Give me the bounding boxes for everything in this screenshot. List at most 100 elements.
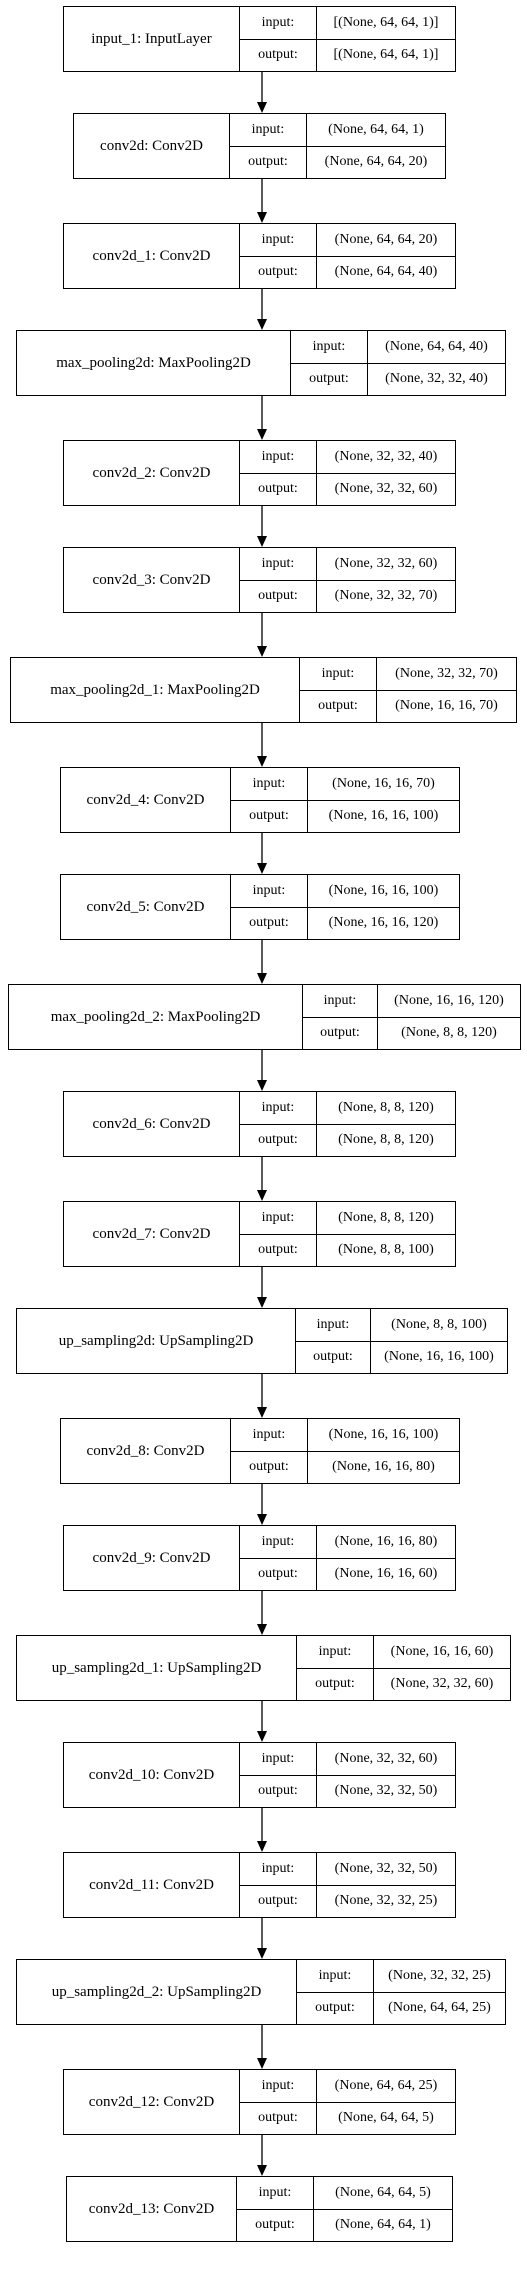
io-labels: input:output: bbox=[231, 768, 308, 832]
io-shapes: [(None, 64, 64, 1)][(None, 64, 64, 1)] bbox=[317, 7, 455, 71]
input-label: input: bbox=[296, 1309, 370, 1342]
output-shape: (None, 32, 32, 60) bbox=[334, 481, 438, 497]
io-shapes: (None, 8, 8, 120)(None, 8, 8, 120) bbox=[317, 1092, 455, 1156]
output-label: output: bbox=[315, 1676, 355, 1692]
io-labels: input:output: bbox=[240, 548, 317, 612]
output-shape: (None, 16, 16, 80) bbox=[332, 1459, 435, 1475]
input-label: input: bbox=[240, 1526, 316, 1559]
layer-name: max_pooling2d: MaxPooling2D bbox=[17, 331, 291, 395]
io-labels: input:output: bbox=[240, 1092, 317, 1156]
io-shapes: (None, 32, 32, 60)(None, 32, 32, 70) bbox=[317, 548, 455, 612]
output-label: output: bbox=[249, 808, 289, 824]
arrowhead bbox=[257, 1948, 267, 1959]
input-shape: (None, 64, 64, 5) bbox=[314, 2177, 452, 2210]
io-shapes: (None, 16, 16, 60)(None, 32, 32, 60) bbox=[374, 1636, 510, 1700]
arrowhead bbox=[257, 2058, 267, 2069]
io-labels: input:output: bbox=[291, 331, 368, 395]
io-labels: input:output: bbox=[240, 441, 317, 505]
io-shapes: (None, 32, 32, 70)(None, 16, 16, 70) bbox=[377, 658, 516, 722]
io-labels: input: output: bbox=[240, 1526, 317, 1590]
output-label: output: bbox=[258, 481, 298, 497]
layer-name: max_pooling2d_1: MaxPooling2D bbox=[11, 658, 300, 722]
io-labels: input:output: bbox=[240, 2070, 317, 2134]
input-shape: (None, 32, 32, 50) bbox=[317, 1853, 455, 1886]
io-shapes: (None, 32, 32, 25)(None, 64, 64, 25) bbox=[374, 1960, 505, 2024]
arrowhead bbox=[257, 319, 267, 330]
output-shape: [(None, 64, 64, 1)] bbox=[333, 47, 439, 63]
output-label: output: bbox=[258, 588, 298, 604]
output-label: output: bbox=[249, 915, 289, 931]
layer-name: conv2d_7: Conv2D bbox=[64, 1202, 240, 1266]
output-label: output: bbox=[258, 47, 298, 63]
io-shapes: (None, 16, 16, 70) (None, 16, 16, 100) bbox=[308, 768, 459, 832]
io-labels: input:output: bbox=[240, 1853, 317, 1917]
input-label: input: bbox=[303, 985, 377, 1018]
arrowhead bbox=[257, 1514, 267, 1525]
output-shape: (None, 16, 16, 100) bbox=[328, 808, 439, 824]
output-shape: (None, 16, 16, 120) bbox=[328, 915, 439, 931]
output-label: output: bbox=[258, 1893, 298, 1909]
io-labels: input:output: bbox=[230, 114, 307, 178]
input-label: input: bbox=[230, 114, 306, 147]
output-shape: (None, 8, 8, 120) bbox=[338, 1132, 434, 1148]
input-shape: (None, 16, 16, 100) bbox=[308, 1419, 459, 1452]
io-shapes: (None, 8, 8, 120)(None, 8, 8, 100) bbox=[317, 1202, 455, 1266]
input-label: input: bbox=[240, 224, 316, 257]
arrowhead bbox=[257, 646, 267, 657]
io-shapes: (None, 32, 32, 60)(None, 32, 32, 50) bbox=[317, 1743, 455, 1807]
arrowhead bbox=[257, 1190, 267, 1201]
io-shapes: (None, 64, 64, 1)(None, 64, 64, 20) bbox=[307, 114, 445, 178]
output-shape: (None, 16, 16, 100) bbox=[384, 1349, 494, 1365]
output-shape: (None, 32, 32, 40) bbox=[385, 371, 488, 387]
input-shape: (None, 16, 16, 70) bbox=[308, 768, 459, 801]
output-label: output: bbox=[258, 1566, 298, 1582]
output-label: output: bbox=[249, 1459, 289, 1475]
io-shapes: (None, 64, 64, 40)(None, 32, 32, 40) bbox=[368, 331, 505, 395]
io-shapes: (None, 16, 16, 100) (None, 16, 16, 80) bbox=[308, 1419, 459, 1483]
layer-name: conv2d_4: Conv2D bbox=[61, 768, 231, 832]
io-shapes: (None, 64, 64, 20)(None, 64, 64, 40) bbox=[317, 224, 455, 288]
io-shapes: (None, 8, 8, 100)(None, 16, 16, 100) bbox=[371, 1309, 507, 1373]
input-shape: (None, 32, 32, 70) bbox=[377, 658, 516, 691]
input-shape: (None, 32, 32, 25) bbox=[374, 1960, 505, 1993]
output-shape: (None, 32, 32, 50) bbox=[334, 1783, 438, 1799]
input-label: input: bbox=[240, 1092, 316, 1125]
input-shape: (None, 16, 16, 80) bbox=[317, 1526, 455, 1559]
input-label: input: bbox=[240, 1202, 316, 1235]
layer-name: conv2d_6: Conv2D bbox=[64, 1092, 240, 1156]
arrowhead bbox=[257, 536, 267, 547]
output-label: output: bbox=[320, 1025, 360, 1041]
io-shapes: (None, 16, 16, 100)(None, 16, 16, 120) bbox=[308, 875, 459, 939]
input-label: input: bbox=[297, 1636, 373, 1669]
output-label: output: bbox=[258, 264, 298, 280]
output-shape: (None, 32, 32, 60) bbox=[390, 1676, 494, 1692]
output-label: output: bbox=[255, 2217, 295, 2233]
output-shape: (None, 8, 8, 120) bbox=[401, 1025, 497, 1041]
arrowhead bbox=[257, 863, 267, 874]
input-label: input: bbox=[297, 1960, 373, 1993]
io-labels: input:output: bbox=[231, 875, 308, 939]
layer-name: conv2d_9: Conv2D bbox=[64, 1526, 240, 1590]
output-label: output: bbox=[313, 1349, 353, 1365]
layer-name: up_sampling2d_2: UpSampling2D bbox=[17, 1960, 297, 2024]
output-label: output: bbox=[309, 371, 349, 387]
layer-name: conv2d_10: Conv2D bbox=[64, 1743, 240, 1807]
io-labels: input: output: bbox=[240, 224, 317, 288]
io-labels: input:output: bbox=[300, 658, 377, 722]
input-label: input: bbox=[240, 7, 316, 40]
